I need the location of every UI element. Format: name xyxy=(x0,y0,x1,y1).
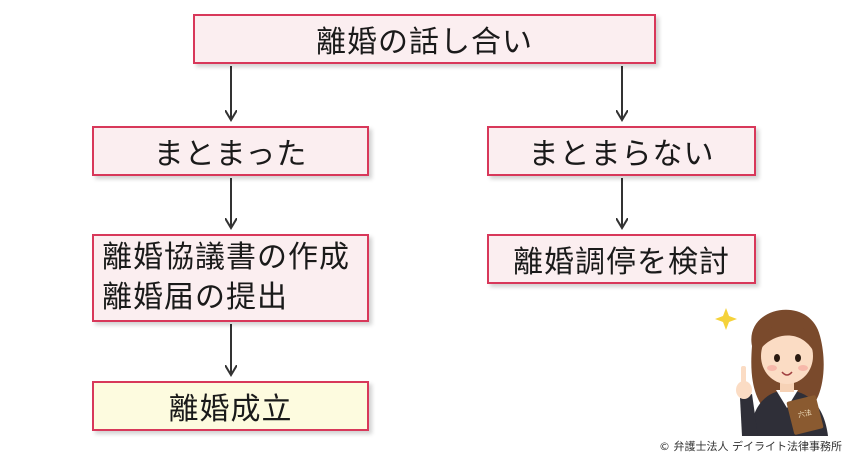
right-eye xyxy=(795,354,801,362)
sparkle-icon xyxy=(715,308,737,330)
node-divorce-finalized-label: 離婚成立 xyxy=(168,392,293,427)
mouth-shape xyxy=(781,371,793,376)
node-divorce-discussion-label: 離婚の話し合い xyxy=(316,25,533,60)
law-book xyxy=(786,395,824,435)
raised-arm xyxy=(740,394,758,436)
node-divorce-discussion: 離婚の話し合い xyxy=(193,14,656,64)
node-mediation: 離婚調停を検討 xyxy=(487,234,756,284)
shirt-shape xyxy=(776,390,798,408)
bangs-shape xyxy=(760,323,814,352)
node-documents-line2: 離婚届の提出 xyxy=(102,280,288,315)
raised-hand xyxy=(736,381,752,399)
node-agreed: まとまった xyxy=(92,126,369,176)
law-book-label: 六法 xyxy=(797,407,813,419)
left-eye xyxy=(774,354,780,362)
pointing-finger xyxy=(741,366,746,386)
lawyer-illustration: 六法 xyxy=(715,308,828,436)
node-not-agreed-label: まとまらない xyxy=(528,137,715,172)
node-not-agreed: まとまらない xyxy=(487,126,756,176)
node-divorce-finalized: 離婚成立 xyxy=(92,381,369,431)
copyright-notice: © 弁護士法人 デイライト法律事務所 xyxy=(659,440,842,453)
node-agreed-label: まとまった xyxy=(153,137,308,172)
node-mediation-label: 離婚調停を検討 xyxy=(513,245,730,280)
left-cheek xyxy=(767,365,777,371)
right-cheek xyxy=(798,365,808,371)
node-documents: 離婚協議書の作成 離婚届の提出 xyxy=(92,234,369,322)
node-documents-line1: 離婚協議書の作成 xyxy=(102,240,350,275)
